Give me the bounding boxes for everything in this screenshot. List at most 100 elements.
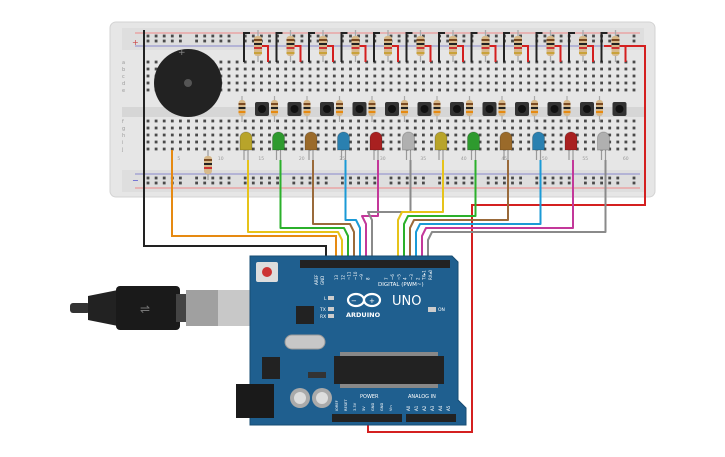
breadboard-hole	[470, 176, 474, 180]
led[interactable]	[499, 131, 513, 151]
led[interactable]	[272, 131, 285, 151]
breadboard-hole	[616, 140, 620, 144]
led-array	[239, 131, 610, 160]
breadboard-hole	[349, 39, 352, 43]
led[interactable]	[467, 131, 480, 151]
signal-wire	[427, 160, 607, 264]
power-header[interactable]	[332, 414, 402, 422]
column-number: 15	[258, 156, 264, 162]
breadboard-hole	[260, 126, 263, 130]
breadboard-hole	[446, 133, 450, 137]
breadboard-hole	[438, 88, 441, 92]
breadboard-hole	[422, 34, 425, 38]
breadboard-hole	[486, 81, 490, 85]
breadboard-hole	[551, 67, 555, 71]
breadboard-hole	[446, 176, 450, 180]
breadboard-hole	[365, 147, 369, 151]
breadboard-hole	[559, 181, 563, 185]
breadboard-hole	[227, 126, 231, 130]
breadboard-hole	[454, 60, 458, 64]
breadboard-hole	[575, 133, 579, 137]
breadboard-hole	[195, 34, 198, 38]
breadboard-hole	[308, 88, 312, 92]
resistor-band	[416, 47, 425, 49]
power-jack[interactable]	[236, 384, 274, 418]
resistor-band	[611, 43, 620, 45]
led[interactable]	[304, 131, 318, 151]
digital-header[interactable]	[300, 260, 450, 268]
led[interactable]	[337, 131, 350, 151]
breadboard-hole	[324, 74, 328, 78]
breadboard-hole	[276, 119, 279, 123]
breadboard-hole	[413, 60, 417, 64]
analog-header[interactable]	[406, 414, 456, 422]
breadboard-hole	[292, 147, 296, 151]
buzzer-resistor[interactable]	[204, 150, 212, 180]
breadboard-hole	[608, 176, 612, 180]
breadboard-hole	[430, 74, 433, 78]
breadboard-hole	[227, 88, 231, 92]
breadboard-hole	[251, 140, 255, 144]
breadboard-hole	[235, 81, 239, 85]
gnd-label: GND	[320, 276, 325, 285]
breadboard-hole	[397, 74, 401, 78]
resistor-band	[368, 111, 376, 113]
breadboard-hole	[567, 126, 571, 130]
led[interactable]	[434, 131, 448, 151]
signal-wire	[361, 160, 379, 264]
breadboard-hole	[251, 88, 255, 92]
breadboard-hole	[276, 81, 279, 85]
breadboard-hole	[535, 119, 539, 123]
black-jumper	[308, 32, 315, 62]
breadboard-hole	[268, 88, 271, 92]
breadboard-hole	[527, 81, 531, 85]
breadboard-hole	[146, 147, 150, 151]
breadboard-hole	[584, 126, 587, 130]
plus-sign-top: +	[132, 38, 139, 47]
led[interactable]	[402, 131, 415, 151]
led[interactable]	[597, 131, 610, 151]
breadboard-hole	[503, 81, 506, 85]
analog-label: ANALOG IN	[408, 394, 436, 400]
breadboard-hole	[446, 60, 450, 64]
resistor-band	[596, 107, 603, 109]
breadboard-hole	[170, 133, 174, 137]
power-pin-label: 5V	[362, 406, 366, 411]
breadboard-hole	[284, 126, 288, 130]
breadboard-hole	[559, 88, 563, 92]
led[interactable]	[239, 131, 253, 151]
breadboard-hole	[559, 39, 563, 43]
breadboard-hole	[486, 181, 490, 185]
breadboard-hole	[543, 119, 547, 123]
breadboard-hole	[559, 133, 563, 137]
breadboard-hole	[243, 60, 247, 64]
breadboard-hole	[373, 181, 377, 185]
breadboard-hole	[575, 74, 579, 78]
digital-pin-label: ~6	[390, 274, 395, 280]
digital-pin-label: 2	[415, 277, 420, 280]
breadboard-hole	[405, 181, 409, 185]
breadboard-hole	[559, 34, 563, 38]
breadboard-hole	[511, 147, 514, 151]
led[interactable]	[532, 131, 545, 151]
led[interactable]	[369, 131, 383, 151]
breadboard-hole	[438, 74, 441, 78]
breadboard-hole	[349, 181, 352, 185]
breadboard-hole	[332, 140, 336, 144]
breadboard-hole	[268, 119, 271, 123]
tx-label: TX	[319, 307, 326, 313]
breadboard-hole	[405, 88, 409, 92]
breadboard-hole	[422, 133, 425, 137]
piezo-buzzer[interactable]: +	[154, 48, 222, 117]
breadboard-hole	[438, 181, 441, 185]
breadboard-hole	[357, 126, 360, 130]
led[interactable]	[564, 131, 578, 151]
breadboard-hole	[503, 176, 506, 180]
breadboard-hole	[486, 133, 490, 137]
red-jumper	[327, 45, 334, 62]
pushbutton-cap	[290, 105, 299, 113]
breadboard-hole	[389, 133, 393, 137]
breadboard-hole	[397, 60, 401, 64]
